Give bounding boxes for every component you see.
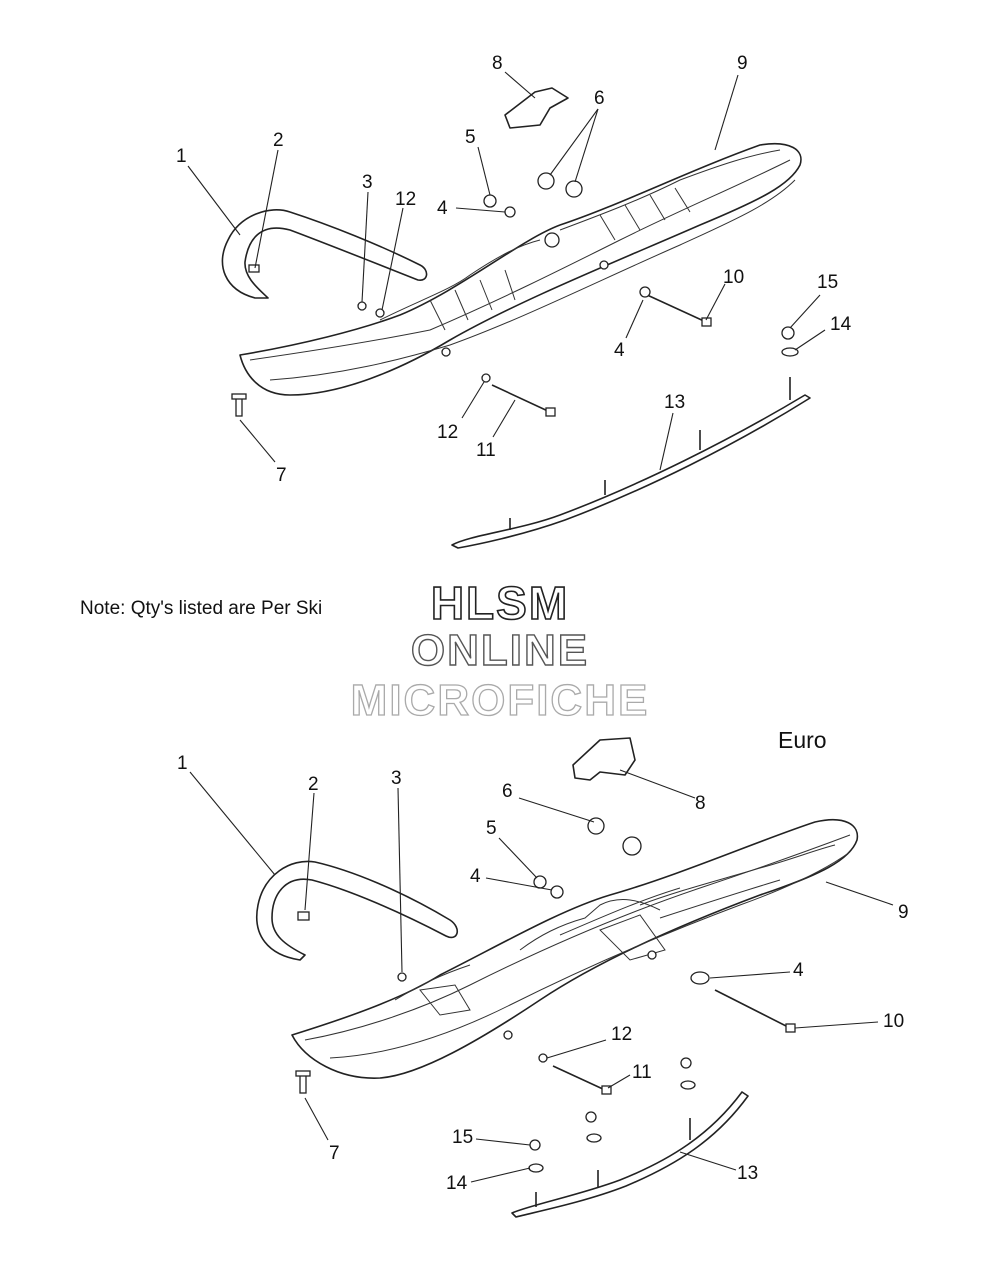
- callout-bottom-6: 6: [502, 781, 513, 802]
- callout-top-2: 2: [273, 130, 284, 151]
- callout-top-4b: 4: [614, 340, 625, 361]
- callout-bottom-14: 14: [446, 1173, 468, 1194]
- callout-bottom-13: 13: [737, 1163, 758, 1184]
- callout-top-5: 5: [465, 127, 476, 148]
- callout-bottom-1: 1: [177, 753, 188, 774]
- wear-bar-top: [451, 394, 811, 549]
- top-leaders: [187, 71, 826, 471]
- callout-top-3: 3: [362, 172, 373, 193]
- wear-bar-bottom: [511, 1091, 749, 1218]
- callout-bottom-5: 5: [486, 818, 497, 839]
- bottom-ski-assembly: [256, 737, 859, 1218]
- qty-note: Note: Qty's listed are Per Ski: [80, 598, 323, 619]
- callout-bottom-12: 12: [611, 1024, 632, 1045]
- callout-top-8: 8: [492, 53, 503, 74]
- ski-body-bottom: [291, 818, 859, 1079]
- callout-bottom-3: 3: [391, 768, 402, 789]
- top-callouts: 1 2 3 12 5 4 8 6 9 10 15 14 4 12 11 7 13: [176, 53, 852, 486]
- watermark-line-3: MICROFICHE: [350, 675, 650, 725]
- callout-bottom-4a: 4: [470, 866, 481, 887]
- callout-top-15: 15: [817, 272, 838, 293]
- euro-variant-label: Euro: [778, 727, 827, 753]
- top-ski-assembly: [221, 87, 811, 549]
- callout-bottom-11: 11: [632, 1062, 652, 1083]
- callout-bottom-10: 10: [883, 1011, 904, 1032]
- callout-top-13: 13: [664, 392, 685, 413]
- bottom-leaders: [189, 769, 894, 1183]
- watermark-line-2: ONLINE: [410, 625, 590, 675]
- ski-saddle-bottom: [572, 737, 636, 781]
- callout-top-1: 1: [176, 146, 187, 167]
- callout-top-12b: 12: [437, 422, 458, 443]
- callout-top-9: 9: [737, 53, 748, 74]
- callout-top-7: 7: [276, 465, 287, 486]
- callout-top-10: 10: [723, 267, 744, 288]
- callout-bottom-4b: 4: [793, 960, 804, 981]
- ski-loop-handle-bottom: [256, 860, 458, 961]
- callout-top-6: 6: [594, 88, 605, 109]
- ski-saddle-top: [504, 87, 569, 129]
- callout-top-11: 11: [476, 440, 496, 461]
- callout-bottom-15: 15: [452, 1127, 473, 1148]
- watermark-line-1: HLSM: [430, 576, 570, 630]
- callout-top-12: 12: [395, 189, 416, 210]
- callout-top-14: 14: [830, 314, 852, 335]
- callout-top-4a: 4: [437, 198, 448, 219]
- callout-bottom-8: 8: [695, 793, 706, 814]
- callout-bottom-2: 2: [308, 774, 319, 795]
- callout-bottom-7: 7: [329, 1143, 340, 1164]
- bottom-callouts: 1 2 3 5 4 6 8 9 4 10 12 11 15 14 13 7: [177, 753, 909, 1194]
- callout-bottom-9: 9: [898, 902, 909, 923]
- ski-loop-handle-top: [221, 209, 428, 299]
- ski-body-top: [239, 142, 802, 396]
